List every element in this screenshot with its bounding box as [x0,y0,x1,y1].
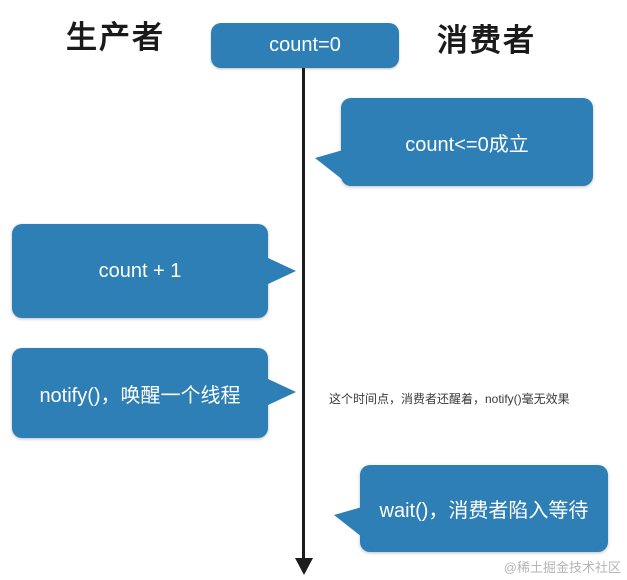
consumer-heading: 消费者 [437,23,536,58]
bubble-consumer-check: count<=0成立 [315,98,593,186]
bubble-producer-increment-label: count + 1 [98,259,182,282]
timeline-line [302,68,305,560]
bubble-consumer-check-label: count<=0成立 [405,133,529,156]
count-initial-box: count=0 [211,23,399,68]
count-initial-label: count=0 [269,34,341,56]
watermark: @稀土掘金技术社区 [503,560,621,575]
bubble-tail-left-icon [315,150,343,180]
bubble-tail-right-icon [266,257,296,285]
timeline-arrowhead-icon [295,558,313,575]
bubble-tail-left-icon [334,507,362,537]
bubble-consumer-wait: wait()，消费者陷入等待 [334,465,608,552]
bubble-producer-notify-label: notify()，唤醒一个线程 [39,384,241,407]
bubble-consumer-wait-label: wait()，消费者陷入等待 [379,500,589,522]
bubble-tail-right-icon [266,378,296,406]
producer-heading: 生产者 [66,20,165,55]
bubble-producer-notify: notify()，唤醒一个线程 [12,348,296,438]
notify-no-effect-annotation: 这个时间点，消费者还醒着，notify()毫无效果 [329,392,570,406]
bubble-producer-increment: count + 1 [12,224,296,318]
